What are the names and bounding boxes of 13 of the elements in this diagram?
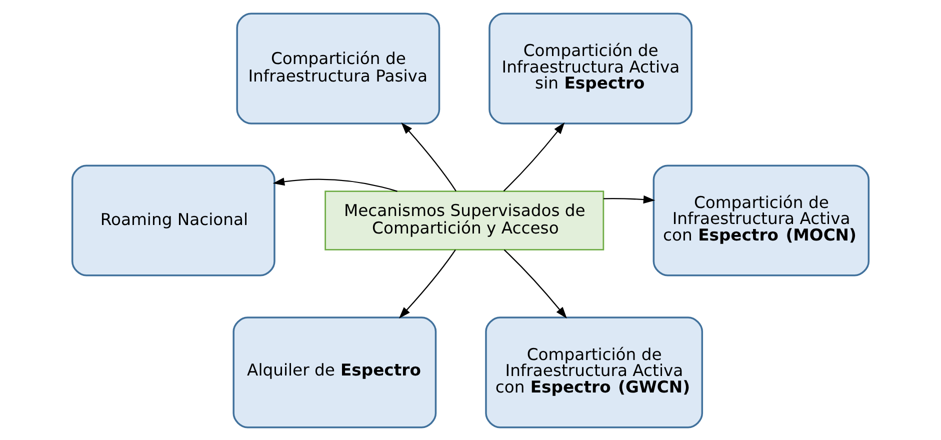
arrow: [504, 248, 567, 318]
arrow: [398, 248, 456, 318]
arrow: [272, 177, 398, 192]
node-box: Compartición de Infraestructura Activa con Espectro (GWCN): [485, 316, 704, 428]
node-box: Alquiler de Espectro: [232, 316, 437, 428]
node-box: Compartición de Infraestructura Activa sin Espectro: [488, 12, 693, 124]
node-box: Compartición de Infraestructura Activa con Espectro (MOCN): [652, 164, 870, 276]
arrow: [603, 194, 656, 204]
arrow: [401, 122, 456, 191]
arrow: [503, 122, 565, 191]
node-box: Compartición de Infraestructura Pasiva: [236, 12, 440, 124]
node-box: Roaming Nacional: [71, 164, 276, 276]
node-box: Mecanismos Supervisados de Compartición y Acceso: [324, 190, 604, 250]
